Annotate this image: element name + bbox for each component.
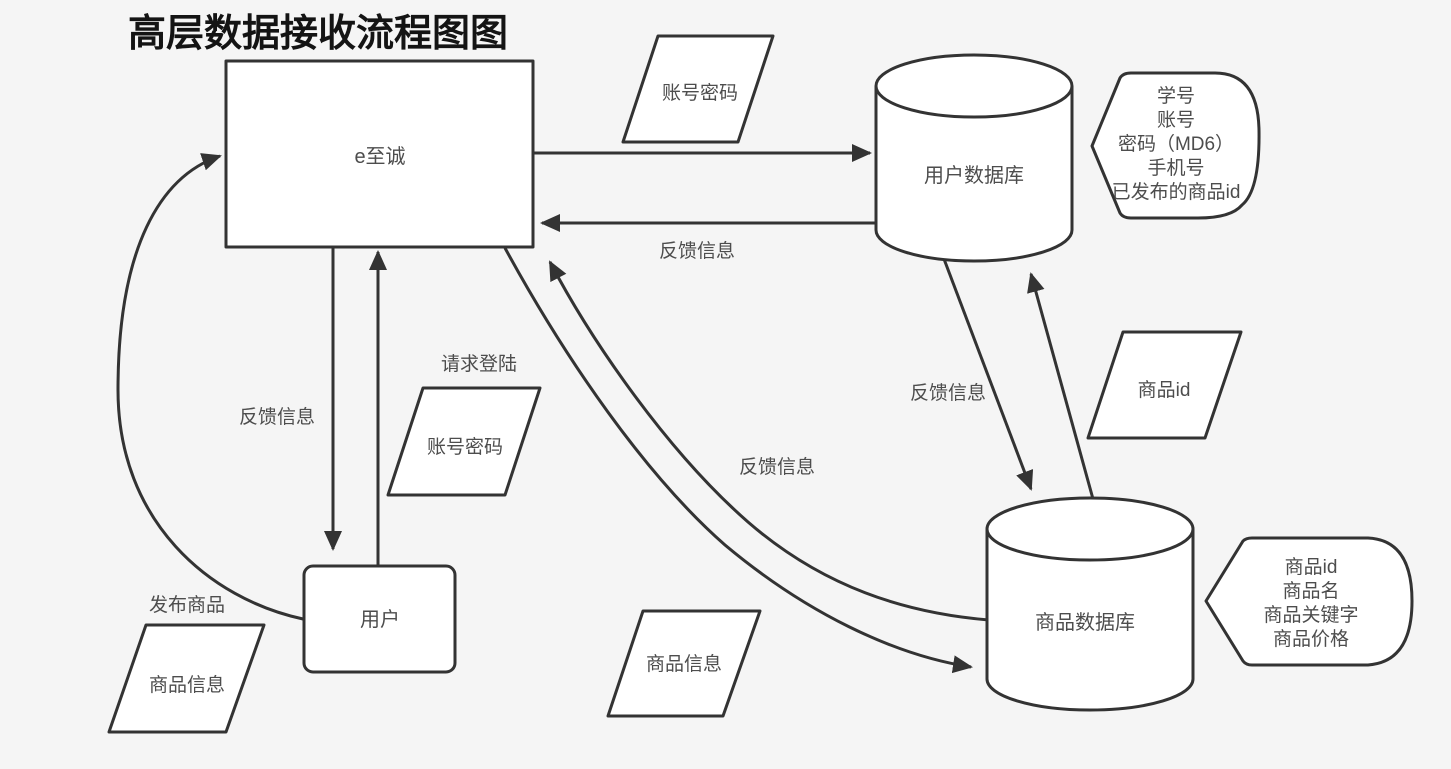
edges [116,144,1095,674]
callout-product-db-fields[interactable]: 商品id 商品名 商品关键字 商品价格 [1204,536,1414,667]
edge-user-to-system-publish-curve[interactable] [116,153,304,621]
callout-user-db-fields[interactable]: 学号 账号 密码（MD6） 手机号 已发布的商品id [1090,71,1261,220]
label-feedback-system-to-user[interactable]: 反馈信息 [239,406,315,428]
user-db-field-line: 已发布的商品id [1112,181,1241,203]
product-db-field-line: 商品名 [1282,580,1339,602]
user-db-label: 用户数据库 [924,164,1024,187]
product-id-label: 商品id [1138,379,1191,401]
user-box[interactable] [302,564,457,674]
user-db-cylinder-lid [874,85,1074,119]
edge-productdb-to-system-curve[interactable] [548,260,990,622]
edge-userdb-to-productdb[interactable] [942,258,1034,491]
user-label: 用户 [360,608,400,631]
product-info-mid-shape[interactable] [606,609,762,718]
label-feedback-userdb-to-system[interactable]: 反馈信息 [659,240,735,262]
product-db-fields-shape[interactable] [1204,536,1414,667]
product-id-shape[interactable] [1086,330,1243,440]
data-item-product-info-mid[interactable]: 商品信息 [606,609,762,718]
product-db-field-line: 商品id [1285,556,1338,578]
product-info-left-shape[interactable] [107,623,266,734]
edge-productdb-to-userdb[interactable] [1027,272,1095,500]
user-db-field-line: 密码（MD6） [1118,133,1234,155]
node-product-database[interactable]: 商品数据库 [985,496,1195,712]
product-db-cylinder-lid [985,528,1195,562]
label-publish-product[interactable]: 发布商品 [149,594,225,616]
node-user-database[interactable]: 用户数据库 [874,53,1074,263]
account-password-mid-label: 账号密码 [427,436,503,458]
user-db-field-line: 手机号 [1147,157,1204,179]
user-db-field-line: 学号 [1157,85,1195,107]
product-info-left-label: 商品信息 [149,674,225,696]
user-db-cylinder-body[interactable] [874,53,1074,263]
label-feedback-between-dbs[interactable]: 反馈信息 [910,382,986,404]
system-label: e至诚 [354,145,405,168]
system-box[interactable] [224,59,535,249]
node-system[interactable]: e至诚 [224,59,535,249]
user-db-field-line: 账号 [1157,109,1195,131]
edge-system-to-productdb-curve[interactable] [503,247,973,674]
data-item-account-password-mid[interactable]: 账号密码 [386,386,542,497]
label-request-login[interactable]: 请求登陆 [441,353,517,375]
product-db-label: 商品数据库 [1035,611,1135,634]
account-password-mid-shape[interactable] [386,386,542,497]
data-item-account-password-top[interactable]: 账号密码 [621,34,775,144]
account-password-top-label: 账号密码 [662,82,738,104]
product-db-field-line: 商品价格 [1273,628,1349,650]
product-db-cylinder-body[interactable] [985,496,1195,712]
diagram-title[interactable]: 高层数据接收流程图图 [128,13,508,55]
label-feedback-productdb-to-system[interactable]: 反馈信息 [739,456,815,478]
product-db-field-line: 商品关键字 [1263,604,1358,626]
node-user[interactable]: 用户 [302,564,457,674]
product-info-mid-label: 商品信息 [646,653,722,675]
data-item-product-id[interactable]: 商品id [1086,330,1243,440]
data-item-product-info-left[interactable]: 商品信息 [107,623,266,734]
account-password-top-shape[interactable] [621,34,775,144]
user-db-fields-shape[interactable] [1090,71,1261,220]
